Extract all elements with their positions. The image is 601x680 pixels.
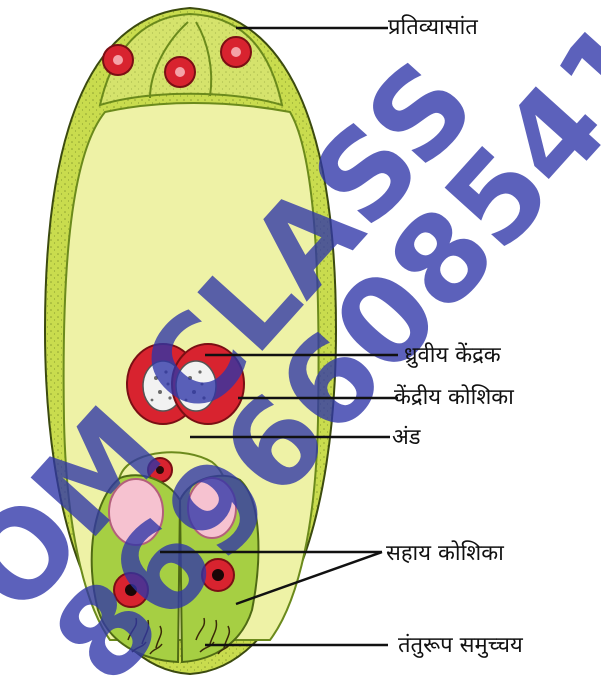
antipodal-nucleus [221, 37, 251, 67]
label-synergids: सहाय कोशिका [386, 540, 504, 566]
label-egg: अंड [392, 425, 421, 450]
antipodal-nucleus [165, 57, 195, 87]
label-antipodals: प्रतिव्यासांत [388, 14, 478, 40]
label-central-cell: केंद्रीय कोशिका [394, 384, 514, 410]
label-polar-nuclei: ध्रुवीय केंद्रक [404, 342, 502, 368]
antipodal-nucleus [103, 45, 133, 75]
label-filiform-apparatus: तंतुरूप समुच्चय [398, 633, 524, 658]
